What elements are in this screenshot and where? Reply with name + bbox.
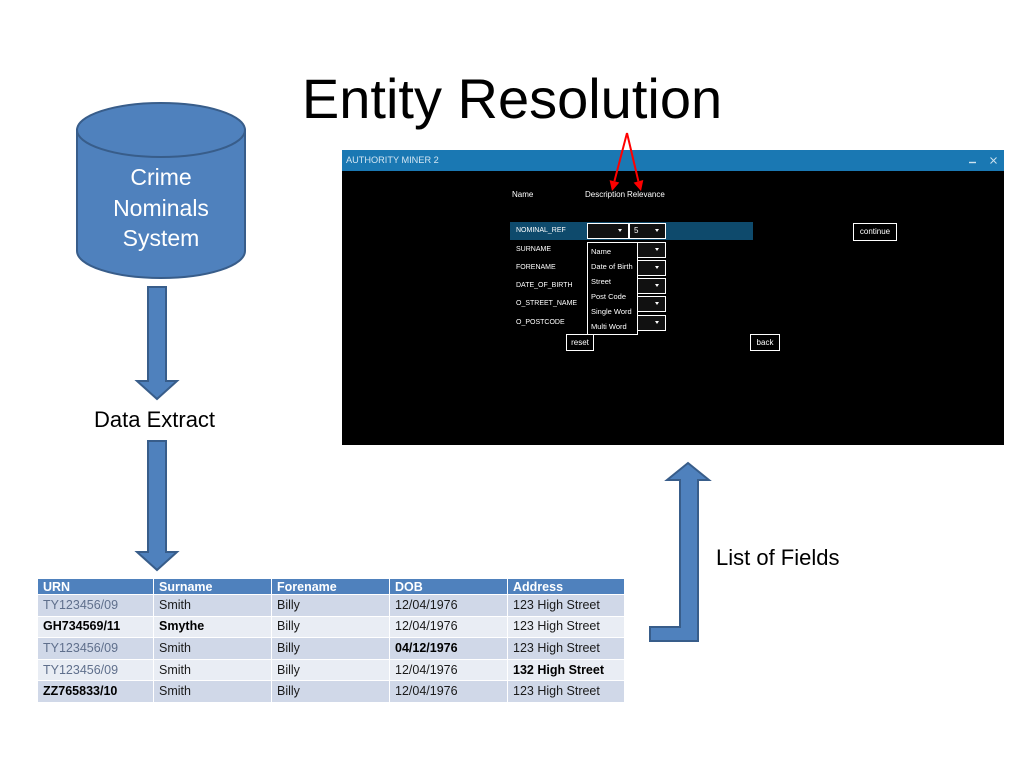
back-button[interactable]: back: [750, 334, 780, 351]
chevron-down-icon: [655, 229, 659, 232]
chevron-down-icon: [655, 321, 659, 324]
close-icon[interactable]: [989, 156, 998, 165]
chevron-down-icon: [655, 284, 659, 287]
description-options-list: Name Date of Birth Street Post Code Sing…: [587, 242, 638, 335]
source-system-label-line: Nominals: [113, 194, 209, 221]
table-header-address: Address: [507, 578, 625, 595]
field-name[interactable]: O_POSTCODE: [516, 319, 565, 326]
description-option[interactable]: Single Word: [591, 307, 632, 316]
cell-urn: ZZ765833/10: [37, 680, 154, 703]
cell-surname: Smythe: [153, 615, 272, 639]
field-name[interactable]: DATE_OF_BIRTH: [516, 282, 573, 289]
column-header-description: Description: [585, 190, 626, 199]
table-row: ZZ765833/10 Smith Billy 12/04/1976 123 H…: [37, 680, 625, 703]
relevance-dropdown[interactable]: [636, 296, 666, 312]
cell-urn: GH734569/11: [37, 615, 154, 639]
chevron-down-icon: [655, 302, 659, 305]
cell-surname: Smith: [153, 637, 272, 660]
table-row: GH734569/11 Smythe Billy 12/04/1976 123 …: [37, 615, 625, 639]
cell-forename: Billy: [271, 680, 390, 703]
description-option[interactable]: Multi Word: [591, 322, 627, 331]
description-option[interactable]: Street: [591, 277, 612, 286]
cell-forename: Billy: [271, 594, 390, 617]
app-window-title: AUTHORITY MINER 2: [346, 155, 439, 165]
chevron-down-icon: [618, 229, 622, 232]
table-header-forename: Forename: [271, 578, 390, 595]
cell-forename: Billy: [271, 615, 390, 639]
cell-dob: 12/04/1976: [389, 615, 508, 639]
down-arrow-to-table: [134, 440, 180, 572]
table-row: TY123456/09 Smith Billy 04/12/1976 123 H…: [37, 637, 625, 660]
cell-surname: Smith: [153, 680, 272, 703]
relevance-dropdown[interactable]: [636, 260, 666, 276]
bent-up-arrow-to-app: [649, 461, 712, 642]
chevron-down-icon: [655, 266, 659, 269]
cell-urn: TY123456/09: [37, 594, 154, 617]
minimize-icon[interactable]: [968, 157, 977, 166]
description-dropdown[interactable]: [587, 223, 629, 239]
data-extract-table: URN Surname Forename DOB Address TY12345…: [37, 578, 625, 703]
list-of-fields-label: List of Fields: [716, 545, 840, 570]
cell-urn: TY123456/09: [37, 658, 154, 682]
description-option[interactable]: Date of Birth: [591, 262, 633, 271]
cell-dob: 04/12/1976: [389, 637, 508, 660]
column-header-relevance: Relevance: [627, 190, 665, 199]
source-system-label-line: Crime: [130, 164, 192, 190]
cell-dob: 12/04/1976: [389, 658, 508, 682]
continue-button[interactable]: continue: [853, 223, 897, 241]
cell-dob: 12/04/1976: [389, 594, 508, 617]
reset-button[interactable]: reset: [566, 334, 594, 351]
cell-address: 123 High Street: [507, 637, 625, 660]
field-name[interactable]: O_STREET_NAME: [516, 300, 578, 307]
chevron-down-icon: [655, 248, 659, 251]
down-arrow-to-extract: [134, 286, 180, 401]
cell-surname: Smith: [153, 658, 272, 682]
source-system-label-line: System: [122, 225, 200, 251]
field-name[interactable]: SURNAME: [516, 246, 552, 253]
relevance-dropdown[interactable]: [636, 242, 666, 258]
column-header-name: Name: [512, 190, 534, 199]
relevance-dropdown[interactable]: 5: [629, 223, 666, 239]
table-row: TY123456/09 Smith Billy 12/04/1976 132 H…: [37, 658, 625, 682]
relevance-dropdown[interactable]: [636, 278, 666, 294]
relevance-value: 5: [634, 226, 639, 235]
table-row: TY123456/09 Smith Billy 12/04/1976 123 H…: [37, 594, 625, 617]
table-header-surname: Surname: [153, 578, 272, 595]
data-extract-label: Data Extract: [94, 407, 216, 432]
source-system-label: Crime Nominals System: [77, 162, 245, 254]
field-name[interactable]: NOMINAL_REF: [516, 227, 566, 234]
cell-address: 123 High Street: [507, 594, 625, 617]
relevance-dropdown[interactable]: [636, 315, 666, 331]
slide-title: Entity Resolution: [301, 67, 723, 130]
cell-address: 123 High Street: [507, 680, 625, 703]
description-option[interactable]: Name: [591, 247, 612, 256]
description-option[interactable]: Post Code: [591, 292, 627, 301]
cell-address: 123 High Street: [507, 615, 625, 639]
table-header-urn: URN: [37, 578, 154, 595]
cell-dob: 12/04/1976: [389, 680, 508, 703]
table-header-row: URN Surname Forename DOB Address: [37, 578, 625, 595]
cell-address: 132 High Street: [507, 658, 625, 682]
authority-miner-window: AUTHORITY MINER 2 Name Description Relev…: [342, 150, 1004, 445]
app-titlebar[interactable]: AUTHORITY MINER 2: [342, 150, 1004, 171]
cell-forename: Billy: [271, 658, 390, 682]
field-name[interactable]: FORENAME: [516, 264, 556, 271]
cell-forename: Billy: [271, 637, 390, 660]
cell-urn: TY123456/09: [37, 637, 154, 660]
cell-surname: Smith: [153, 594, 272, 617]
table-header-dob: DOB: [389, 578, 508, 595]
